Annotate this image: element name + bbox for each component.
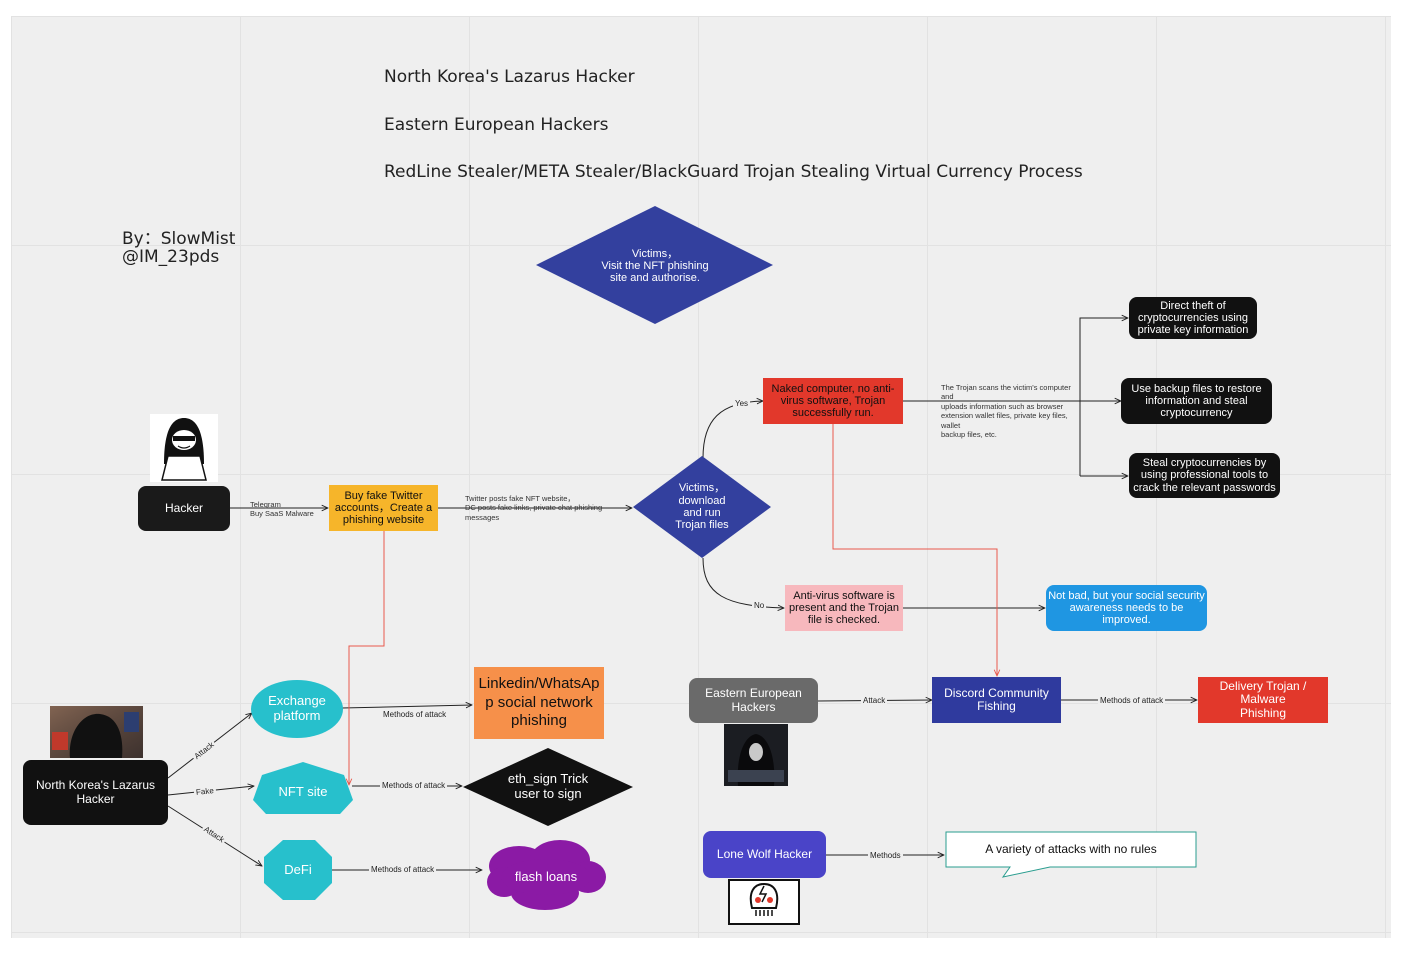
antivirus-node[interactable]: Anti-virus software is present and the T… xyxy=(785,585,903,631)
variety-attacks-text[interactable]: A variety of attacks with no rules xyxy=(985,841,1157,856)
victims-visit-diamond xyxy=(536,206,773,324)
delivery-trojan-node[interactable]: Delivery Trojan / Malware Phishing xyxy=(1198,677,1328,723)
label-methods-discord: Methods of attack xyxy=(1098,696,1166,705)
label-methods-lone: Methods xyxy=(868,851,903,860)
nk-lazarus-hacker-node[interactable]: North Korea's Lazarus Hacker xyxy=(23,760,168,825)
victims-download-diamond xyxy=(633,456,771,558)
title-lazarus: North Korea's Lazarus Hacker xyxy=(384,67,635,87)
author-by: By：SlowMist xyxy=(122,229,236,249)
eth-sign-diamond xyxy=(463,748,633,826)
label-methods-nft: Methods of attack xyxy=(380,781,448,790)
exchange-platform-text[interactable]: Exchange platform xyxy=(268,693,326,723)
use-backup-node[interactable]: Use backup files to restore information … xyxy=(1121,378,1272,424)
flash-cloud xyxy=(487,840,606,910)
label-no: No xyxy=(752,601,767,610)
edge-no xyxy=(702,557,784,608)
buy-fake-accounts-node[interactable]: Buy fake Twitter accounts，Create a phish… xyxy=(329,485,438,531)
edge-exchange-linkedin xyxy=(341,705,472,709)
direct-theft-node[interactable]: Direct theft of cryptocurrencies using p… xyxy=(1129,297,1257,339)
title-eastern: Eastern European Hackers xyxy=(384,115,609,135)
title-process: RedLine Stealer/META Stealer/BlackGuard … xyxy=(384,162,1083,182)
not-bad-node[interactable]: Not bad, but your social security awaren… xyxy=(1046,585,1207,631)
discord-fishing-node[interactable]: Discord Community Fishing xyxy=(932,677,1061,723)
skull-warning-icon xyxy=(728,879,800,925)
label-telegram: Telegram Buy SaaS Malware xyxy=(250,500,314,519)
victims-visit-text: Victims， Visit the NFT phishing site and… xyxy=(601,247,709,285)
label-yes: Yes xyxy=(733,399,751,408)
author-handle: @IM_23pds xyxy=(122,247,220,267)
nft-pentagon xyxy=(253,762,353,814)
exchange-ellipse xyxy=(251,680,343,738)
edge-naked-discord xyxy=(832,424,997,676)
edge-yes xyxy=(702,401,763,459)
variety-callout xyxy=(945,831,1197,878)
label-attack-ee: Attack xyxy=(861,696,888,705)
steal-crypto-node[interactable]: Steal cryptocurrencies by using professi… xyxy=(1129,453,1280,498)
eth-sign-text[interactable]: eth_sign Trick user to sign xyxy=(507,771,589,801)
naked-computer-node[interactable]: Naked computer, no anti- virus software,… xyxy=(763,378,903,424)
edge-to-direct xyxy=(1079,318,1128,476)
hooded-hacker-photo xyxy=(50,706,143,758)
victims-download-text: Victims， download and run Trojan files xyxy=(675,482,729,532)
label-methods-exchange: Methods of attack xyxy=(381,710,449,719)
nft-site-text[interactable]: NFT site xyxy=(278,783,328,799)
hacker-node[interactable]: Hacker xyxy=(138,486,230,531)
flash-loans-text[interactable]: flash loans xyxy=(514,868,578,884)
edge-buy-nft xyxy=(349,531,385,785)
label-methods-defi: Methods of attack xyxy=(369,865,437,874)
linkedin-phishing-node[interactable]: Linkedin/WhatsAp p social network phishi… xyxy=(474,667,604,739)
anonymous-hacker-photo xyxy=(724,724,788,786)
hacker-laptop-icon xyxy=(150,414,218,482)
trojan-scan-note: The Trojan scans the victim's computer a… xyxy=(941,383,1071,439)
lone-wolf-node[interactable]: Lone Wolf Hacker xyxy=(703,831,826,878)
defi-octagon xyxy=(264,840,332,900)
defi-text[interactable]: DeFi xyxy=(284,861,312,877)
label-twitter-posts: Twitter posts fake NFT website， DC posts… xyxy=(465,494,603,522)
ee-hackers-node[interactable]: Eastern European Hackers xyxy=(689,678,818,723)
